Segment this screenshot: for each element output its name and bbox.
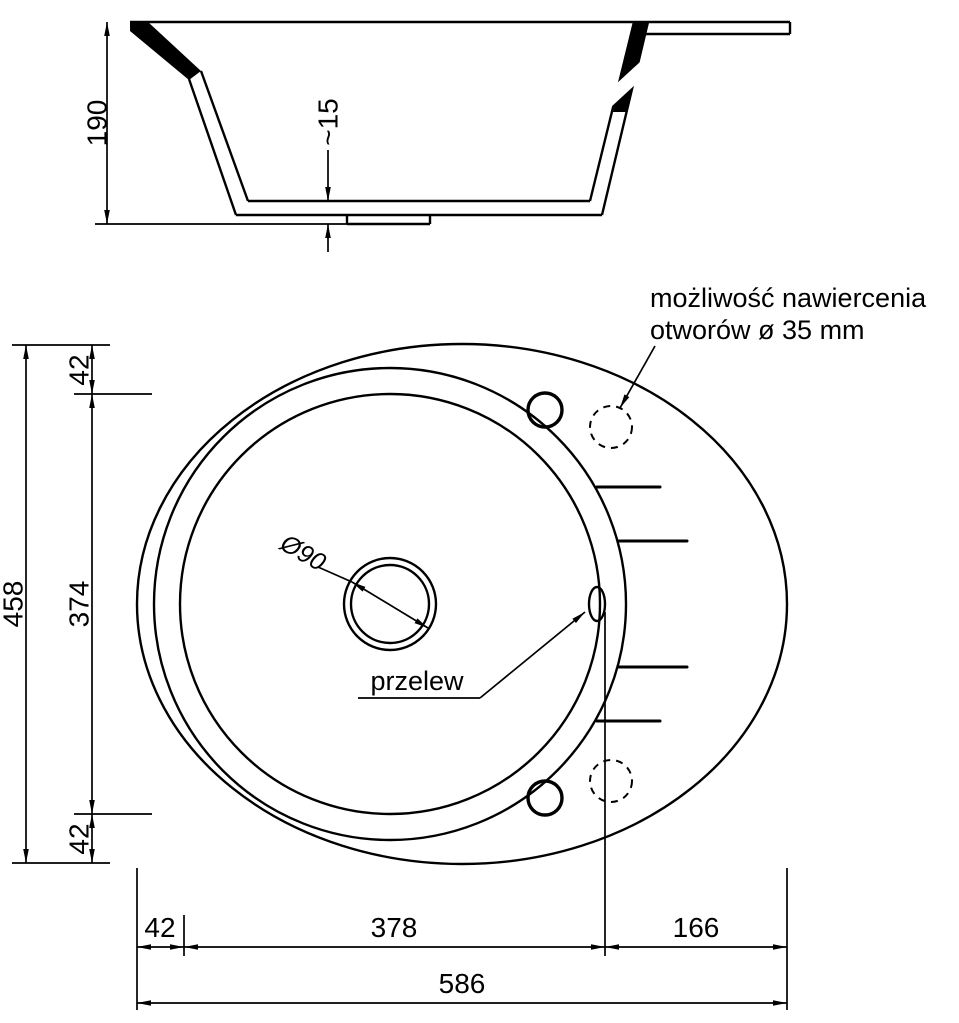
overflow-label: przelew (370, 666, 464, 696)
left-offset-label: 42 (144, 912, 175, 943)
bottom-dimensions: 42 378 166 586 (136, 612, 788, 1010)
drain-inner-circle (349, 563, 431, 645)
bowl-width-label: 378 (371, 912, 418, 943)
left-dimensions: 458 42 374 42 (0, 344, 152, 864)
overall-width-label: 586 (439, 968, 486, 999)
cross-section-view: 190 ~15 (82, 20, 792, 252)
faucet-hole-top (526, 391, 564, 429)
drainer-grooves (595, 485, 689, 723)
drain-diameter-line (351, 581, 429, 629)
sink-profile-outline (130, 20, 792, 226)
overflow-hole (587, 585, 607, 623)
bowl-outer-circle (152, 366, 628, 842)
overall-height-label: 458 (0, 581, 29, 628)
drain-outer-circle (342, 556, 438, 652)
drain-leader (317, 566, 353, 583)
optional-hole-bottom (589, 759, 633, 803)
top-view: możliwość nawiercenia otworów ø 35 mm Ø9… (135, 283, 927, 866)
bottom-offset-label: 42 (64, 823, 95, 854)
rim-left-tip (130, 22, 201, 80)
drainer-width-label: 166 (673, 912, 720, 943)
section-break-gap (602, 62, 649, 107)
extension-lines-bottom (136, 612, 788, 1010)
bowl-height-label: 374 (64, 581, 95, 628)
drill-note-line2: otworów ø 35 mm (650, 315, 865, 345)
drill-note-line1: możliwość nawiercenia (650, 283, 927, 313)
dimension-depth-190 (95, 22, 348, 225)
optional-hole-top (589, 405, 633, 449)
depth-dimension-label: 190 (82, 100, 113, 147)
drill-note-leader (619, 345, 656, 409)
overflow-leader (479, 611, 586, 699)
top-offset-label: 42 (64, 354, 95, 385)
thickness-dimension-label: ~15 (313, 98, 344, 146)
bowl-inner-circle (178, 392, 602, 816)
sink-outline-oval (135, 342, 789, 866)
faucet-hole-bottom (526, 779, 564, 817)
